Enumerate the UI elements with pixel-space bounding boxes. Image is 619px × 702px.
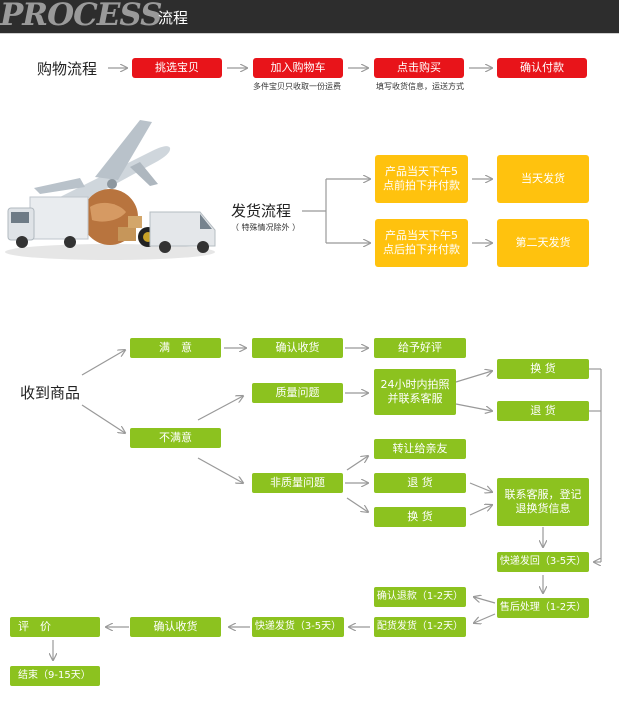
- node-express-return: 快递发回（3-5天）: [497, 552, 589, 572]
- node-good-review: 给予好评: [374, 338, 466, 358]
- shipping-special-note: （ 特殊情况除外 ）: [231, 223, 301, 232]
- node-return-nonquality: 退 货: [374, 473, 466, 493]
- purchase-process-label: 购物流程: [37, 60, 98, 78]
- node-exchange-nonquality: 换 货: [374, 507, 466, 527]
- step-add-to-cart: 加入购物车: [253, 58, 343, 78]
- van-icon: [149, 211, 216, 253]
- page-header: PROCESS 流程: [0, 0, 619, 33]
- step-click-buy: 点击购买: [374, 58, 464, 78]
- node-confirm-receipt-final: 确认收货: [130, 617, 221, 637]
- node-confirm-refund: 确认退款（1-2天）: [374, 587, 466, 607]
- node-exchange-quality: 换 货: [497, 359, 589, 379]
- result-next-day: 第二天发货: [497, 219, 589, 267]
- node-satisfied: 满 意: [130, 338, 221, 358]
- node-express-ship: 快递发货（3-5天）: [252, 617, 344, 637]
- step-confirm-payment: 确认付款: [497, 58, 587, 78]
- node-non-quality-issue: 非质量问题: [252, 473, 343, 493]
- step-select-item: 挑选宝贝: [132, 58, 222, 78]
- node-prep-ship: 配货发货（1-2天）: [374, 617, 466, 637]
- cond-before-5pm: 产品当天下午5点前拍下并付款: [375, 155, 468, 203]
- logistics-illustration: [5, 120, 216, 260]
- node-return-quality: 退 货: [497, 401, 589, 421]
- note-fill-info: 填写收货信息，运送方式: [376, 82, 464, 91]
- node-contact-24h: 24小时内拍照并联系客服: [374, 369, 456, 415]
- node-transfer-friend: 转让给亲友: [374, 439, 466, 459]
- node-end: 结束（9-15天）: [10, 666, 100, 686]
- header-divider: [0, 33, 619, 34]
- node-quality-issue: 质量问题: [252, 383, 343, 403]
- process-logo-text: PROCESS: [0, 0, 162, 33]
- receive-goods-label: 收到商品: [20, 384, 81, 402]
- result-same-day: 当天发货: [497, 155, 589, 203]
- node-unsatisfied: 不满意: [130, 428, 221, 448]
- node-review: 评 价: [10, 617, 100, 637]
- shipping-process-label: 发货流程: [231, 202, 292, 220]
- truck-icon: [7, 196, 89, 248]
- node-after-sales: 售后处理（1-2天）: [497, 598, 589, 618]
- node-contact-register: 联系客服，登记退换货信息: [497, 478, 589, 526]
- page-title: 流程: [158, 9, 189, 27]
- note-single-shipping: 多件宝贝只收取一份运费: [253, 82, 341, 91]
- cond-after-5pm: 产品当天下午5点后拍下并付款: [375, 219, 468, 267]
- node-confirm-receipt: 确认收货: [252, 338, 343, 358]
